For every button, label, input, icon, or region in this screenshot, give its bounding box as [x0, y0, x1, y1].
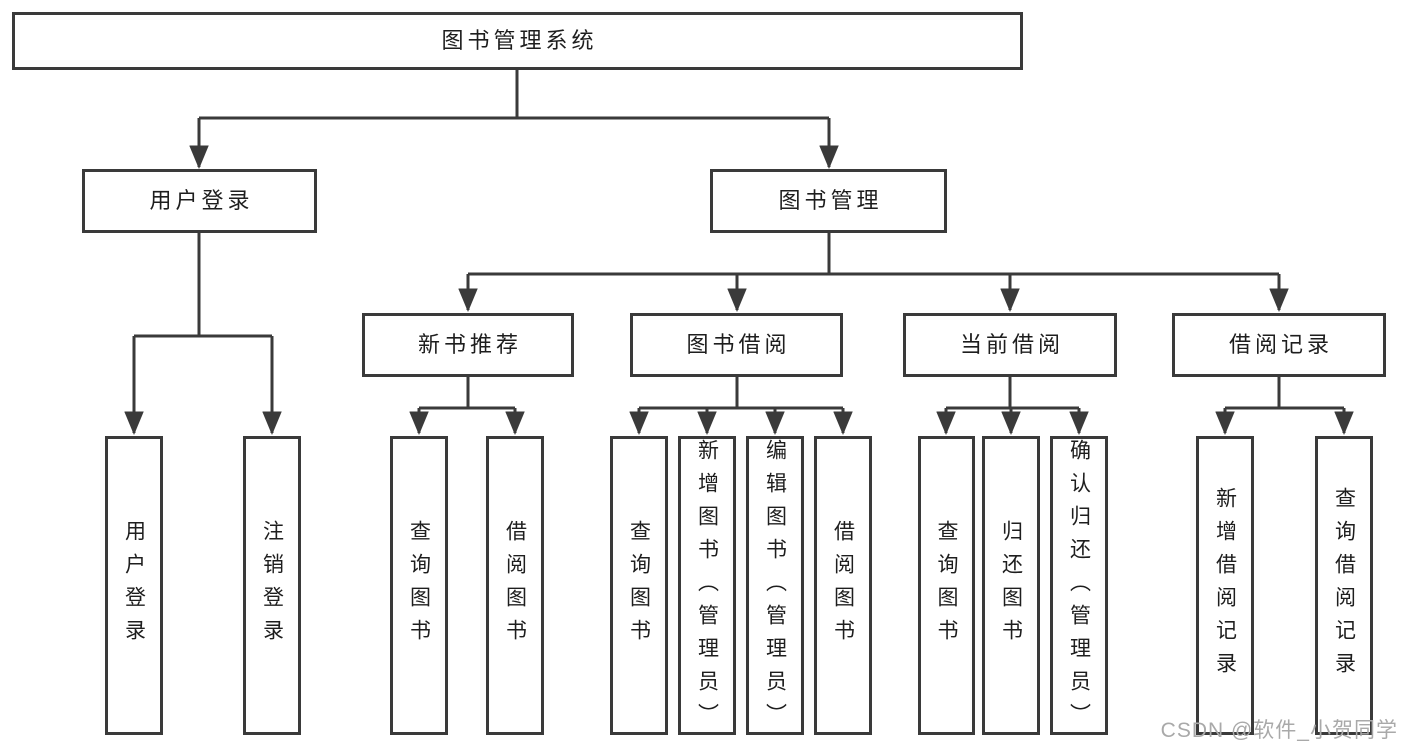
node-logout-action: 注销登录	[243, 436, 301, 735]
node-label: 查询借阅记录	[1332, 486, 1356, 685]
node-user-login-action: 用户登录	[105, 436, 163, 735]
node-label: 新增图书（管理员）	[695, 439, 719, 736]
node-label: 编辑图书（管理员）	[763, 439, 787, 736]
node-label: 借阅图书	[831, 519, 855, 652]
connector-current-borrowing-children	[936, 377, 1089, 435]
csdn-watermark: CSDN @软件_小贺同学	[1160, 719, 1398, 742]
connector-recommendation-children	[409, 377, 525, 435]
node-label: 借阅图书	[503, 519, 527, 652]
node-library-system: 图书管理系统	[12, 12, 1023, 70]
node-query-books-current: 查询图书	[918, 436, 975, 735]
node-return-books: 归还图书	[982, 436, 1040, 735]
connector-user-login-children	[124, 233, 282, 435]
node-label: 注销登录	[260, 519, 284, 652]
node-borrow-books-borrowing: 借阅图书	[814, 436, 872, 735]
node-user-login: 用户登录	[82, 169, 317, 233]
node-current-borrowing: 当前借阅	[903, 313, 1117, 377]
node-book-borrowing: 图书借阅	[630, 313, 843, 377]
node-query-books-borrowing: 查询图书	[610, 436, 668, 735]
node-confirm-return-admin: 确认归还（管理员）	[1050, 436, 1108, 736]
node-label: 新增借阅记录	[1213, 486, 1237, 685]
node-query-books-recommend: 查询图书	[390, 436, 448, 735]
node-label: 图书管理	[778, 188, 883, 213]
node-label: 用户登录	[149, 188, 254, 213]
node-label: 归还图书	[999, 519, 1023, 652]
node-label: 确认归还（管理员）	[1067, 439, 1091, 736]
node-label: 查询图书	[627, 519, 651, 652]
node-borrow-books-recommend: 借阅图书	[486, 436, 544, 735]
connector-root-to-level2	[189, 70, 839, 169]
node-label: 借阅记录	[1228, 332, 1333, 357]
node-add-borrow-record: 新增借阅记录	[1196, 436, 1254, 735]
node-add-books-admin: 新增图书（管理员）	[678, 436, 736, 736]
node-book-management: 图书管理	[710, 169, 947, 233]
node-edit-books-admin: 编辑图书（管理员）	[746, 436, 804, 736]
node-label: 新书推荐	[417, 332, 522, 357]
connector-records-children	[1215, 377, 1354, 435]
node-label: 查询图书	[407, 519, 431, 652]
node-new-book-recommendation: 新书推荐	[362, 313, 574, 377]
node-label: 图书管理系统	[441, 28, 598, 53]
node-borrowing-records: 借阅记录	[1172, 313, 1386, 377]
node-label: 用户登录	[122, 519, 146, 652]
node-query-borrow-record: 查询借阅记录	[1315, 436, 1373, 735]
node-label: 查询图书	[935, 519, 958, 652]
node-label: 图书借阅	[686, 332, 791, 357]
connector-borrowing-children	[629, 377, 853, 435]
connector-book-management-children	[458, 233, 1289, 312]
node-label: 当前借阅	[959, 332, 1064, 357]
